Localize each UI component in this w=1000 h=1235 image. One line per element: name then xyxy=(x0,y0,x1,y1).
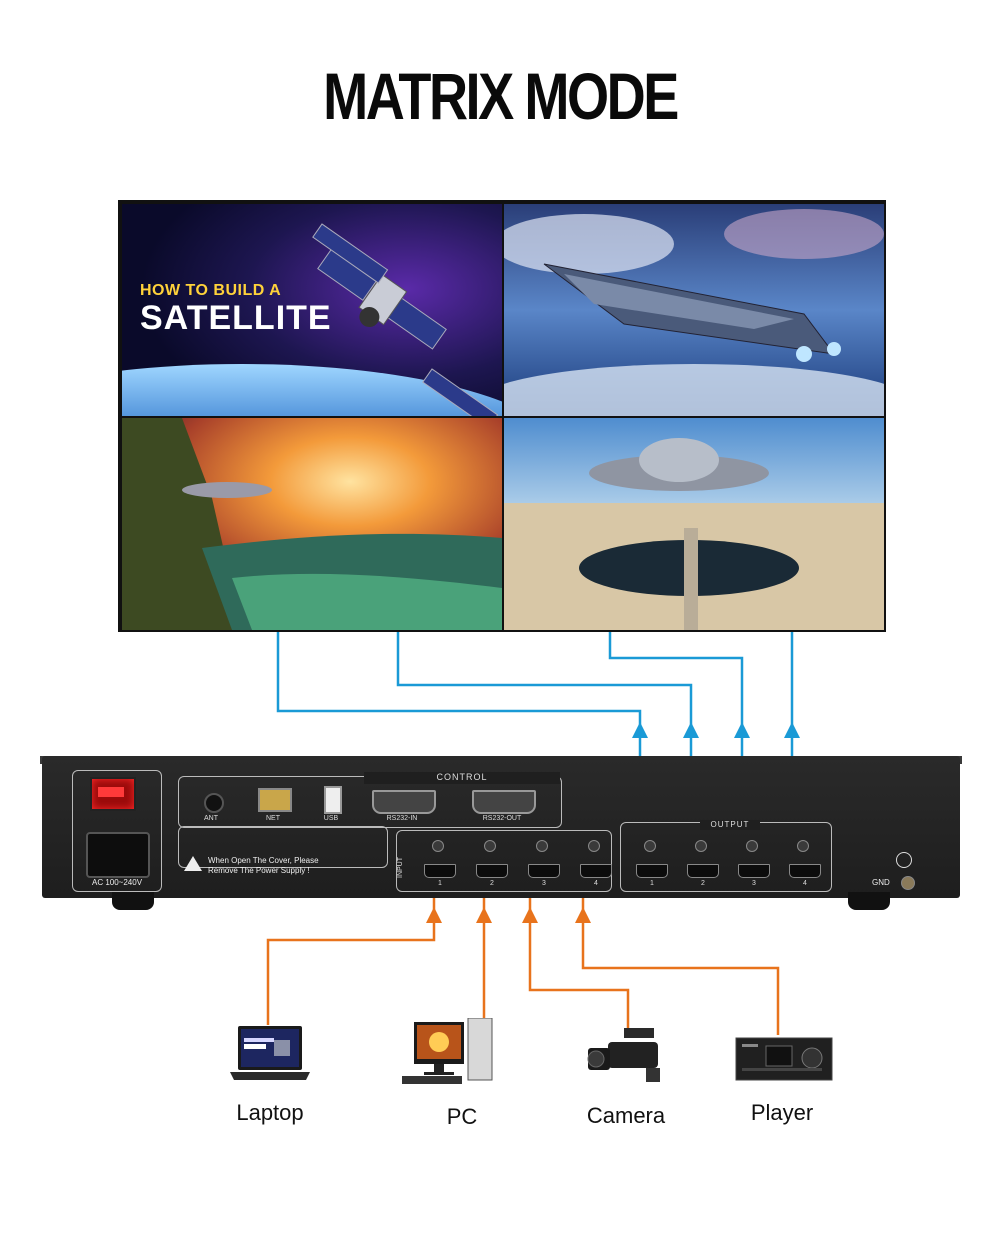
antenna-label: ANT xyxy=(204,815,218,822)
output-screw-1 xyxy=(644,840,656,852)
usb-label: USB xyxy=(323,815,339,822)
input-port-number-1: 1 xyxy=(438,880,442,887)
input-hdmi-port-2[interactable] xyxy=(476,864,508,878)
power-socket xyxy=(86,832,150,878)
output-hdmi-port-1[interactable] xyxy=(636,864,668,878)
antenna-port[interactable] xyxy=(204,793,224,813)
warning-panel xyxy=(178,826,388,868)
satellite-title: HOW TO BUILD A SATELLITE xyxy=(140,282,332,336)
input-port-number-4: 4 xyxy=(594,880,598,887)
output-hdmi-port-3[interactable] xyxy=(738,864,770,878)
input-port-number-3: 3 xyxy=(542,880,546,887)
desktop-pc-icon xyxy=(402,1018,493,1084)
usb-port[interactable] xyxy=(324,786,342,814)
camcorder-icon xyxy=(587,1028,660,1082)
input-hdmi-port-4[interactable] xyxy=(580,864,612,878)
input-panel xyxy=(396,830,612,892)
network-port[interactable] xyxy=(258,788,292,812)
output-label: OUTPUT xyxy=(700,820,760,830)
ground-screw[interactable] xyxy=(901,876,915,890)
input-hdmi-port-1[interactable] xyxy=(424,864,456,878)
power-label: AC 100~240V xyxy=(92,878,143,887)
power-switch[interactable] xyxy=(90,777,136,811)
laptop-icon xyxy=(230,1026,310,1080)
video-wall-tile-ufo-airbase xyxy=(504,418,884,630)
output-port-number-4: 4 xyxy=(803,880,807,887)
output-port-number-1: 1 xyxy=(650,880,654,887)
input-port-number-2: 2 xyxy=(490,880,494,887)
video-wall-tile-sunset-coast xyxy=(122,418,502,630)
output-screw-3 xyxy=(746,840,758,852)
warning-line-2: Remove The Power Supply ! xyxy=(208,866,310,875)
rs232-in-label: RS232-IN xyxy=(386,815,418,822)
output-hdmi-port-2[interactable] xyxy=(687,864,719,878)
output-hdmi-port-4[interactable] xyxy=(789,864,821,878)
source-label-pc: PC xyxy=(446,1104,478,1129)
input-screw-3 xyxy=(536,840,548,852)
video-wall-tile-spaceship xyxy=(504,204,884,416)
source-label-camera: Camera xyxy=(586,1103,666,1128)
warning-line-1: When Open The Cover, Please xyxy=(208,856,319,865)
source-label-player: Player xyxy=(750,1100,814,1125)
input-screw-2 xyxy=(484,840,496,852)
output-port-number-3: 3 xyxy=(752,880,756,887)
input-hdmi-port-3[interactable] xyxy=(528,864,560,878)
input-screw-1 xyxy=(432,840,444,852)
source-label-laptop: Laptop xyxy=(236,1100,304,1125)
control-label: CONTROL xyxy=(364,772,560,784)
device-foot-left xyxy=(112,892,154,910)
warning-icon xyxy=(184,856,202,871)
network-label: NET xyxy=(266,815,280,822)
rs232-out-label: RS232-OUT xyxy=(482,815,522,822)
ground-symbol-icon xyxy=(896,852,912,868)
page-title: MATRIX MODE xyxy=(323,59,679,133)
device-foot-right xyxy=(848,892,890,910)
satellite-title-small: HOW TO BUILD A xyxy=(140,282,282,299)
video-wall: HOW TO BUILD A SATELLITE xyxy=(118,200,886,632)
power-panel xyxy=(72,770,162,892)
input-screw-4 xyxy=(588,840,600,852)
power-switch-light xyxy=(98,787,124,797)
rs232-out-port[interactable] xyxy=(472,790,536,814)
ground-label: GND xyxy=(872,878,890,887)
output-screw-2 xyxy=(695,840,707,852)
output-port-number-2: 2 xyxy=(701,880,705,887)
rs232-in-port[interactable] xyxy=(372,790,436,814)
output-screw-4 xyxy=(797,840,809,852)
audio-player-icon xyxy=(735,1037,833,1081)
video-wall-tile-satellite: HOW TO BUILD A SATELLITE xyxy=(122,204,502,416)
satellite-title-big: SATELLITE xyxy=(140,299,332,337)
input-label: INPUT xyxy=(397,857,404,879)
